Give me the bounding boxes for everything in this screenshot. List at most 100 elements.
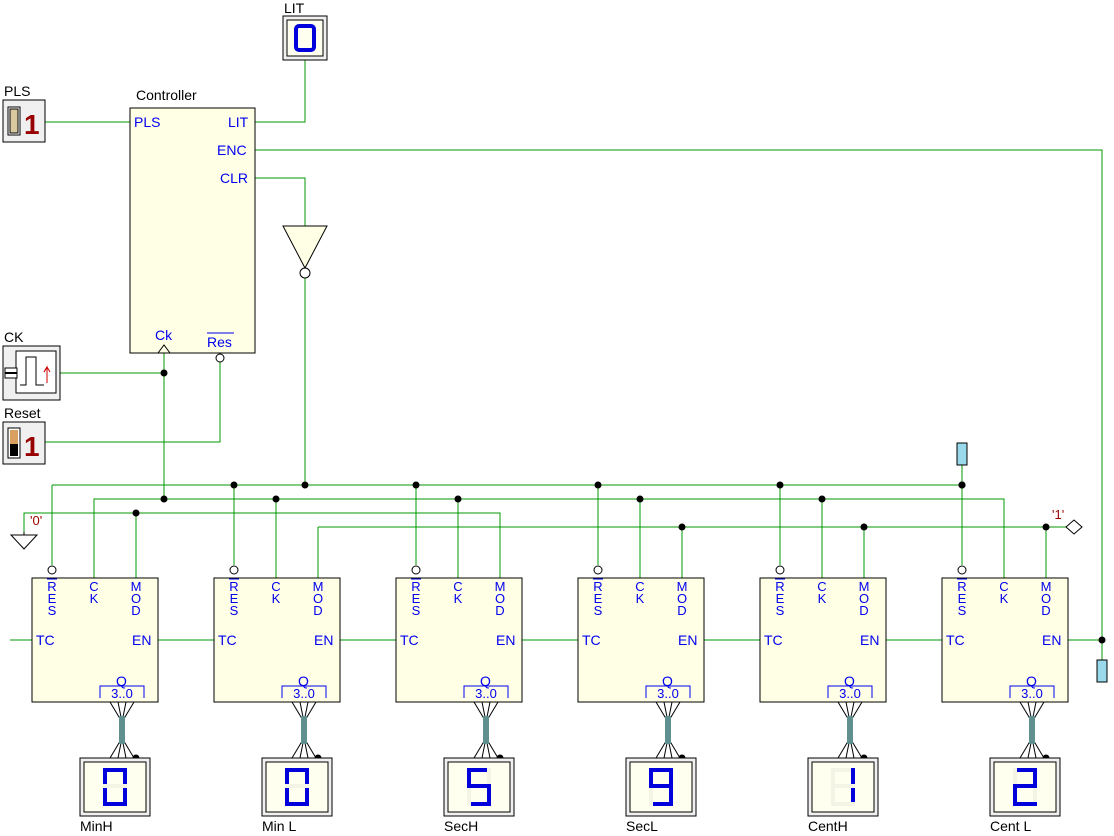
segment-e xyxy=(1013,786,1017,806)
segment-b xyxy=(669,768,673,788)
segment-f xyxy=(649,768,653,788)
pin-q: Q xyxy=(480,673,491,689)
pin-q: Q xyxy=(298,673,309,689)
segment-e xyxy=(467,786,471,806)
segment-g xyxy=(649,784,673,788)
constant-one[interactable]: '1' xyxy=(1052,507,1083,535)
pin-res-e: E xyxy=(958,591,967,606)
pin-ck-k: K xyxy=(636,591,645,606)
pin-tc: TC xyxy=(764,632,783,648)
pin-en: EN xyxy=(678,632,697,648)
segment-g xyxy=(103,784,127,788)
pin-res-e: E xyxy=(412,591,421,606)
segment-c xyxy=(669,786,673,806)
inverter-gate[interactable] xyxy=(282,225,328,279)
pin-bus-range: 3..0 xyxy=(293,686,315,701)
pin-mod-o: O xyxy=(313,591,323,606)
pin-res-s: S xyxy=(776,603,785,618)
counter-input-drops xyxy=(51,485,1047,578)
pin-ck-k: K xyxy=(90,591,99,606)
controller-block[interactable]: Controller PLS LIT ENC CLR Ck Res xyxy=(129,87,256,363)
pin-tc: TC xyxy=(582,632,601,648)
pin-ck-c: C xyxy=(89,579,98,594)
counter-4-label: SecL xyxy=(626,818,658,834)
bus-connector xyxy=(473,701,504,762)
controller-title: Controller xyxy=(136,87,197,103)
pin-mod-o: O xyxy=(495,591,505,606)
bus-connector xyxy=(837,701,868,762)
res-bubble xyxy=(775,565,785,575)
pin-mod-d: D xyxy=(1041,603,1050,618)
probe-top[interactable] xyxy=(956,442,968,466)
bus-connector xyxy=(291,701,322,762)
segment-g xyxy=(467,784,491,788)
pin-bus-range: 3..0 xyxy=(475,686,497,701)
controller-pin-enc: ENC xyxy=(217,142,247,158)
res-bubble xyxy=(47,565,57,575)
pin-mod-m: M xyxy=(859,579,870,594)
pin-en: EN xyxy=(1042,632,1061,648)
segment-a xyxy=(103,768,127,772)
segment-d xyxy=(285,802,309,806)
probe-right[interactable] xyxy=(1096,659,1108,683)
segment-b xyxy=(305,768,309,788)
pin-mod-o: O xyxy=(1041,591,1051,606)
lit-display: LIT xyxy=(282,0,328,61)
pin-mod-d: D xyxy=(495,603,504,618)
pin-mod-m: M xyxy=(677,579,688,594)
controller-pin-pls: PLS xyxy=(134,114,160,130)
reset-switch-label: Reset xyxy=(4,405,41,421)
bus-connector xyxy=(1019,701,1050,762)
segment-b xyxy=(487,768,491,788)
segment-b xyxy=(123,768,127,788)
pin-tc: TC xyxy=(36,632,55,648)
segment-b xyxy=(851,768,855,788)
pin-res-e: E xyxy=(48,591,57,606)
pin-ck-c: C xyxy=(453,579,462,594)
segment-f xyxy=(831,768,835,788)
constant-zero[interactable]: '0' xyxy=(9,513,42,550)
pin-res-s: S xyxy=(230,603,239,618)
segment-g xyxy=(1013,784,1037,788)
constant-one-label: '1' xyxy=(1052,507,1064,522)
pls-switch[interactable]: PLS 1 xyxy=(2,83,46,143)
reset-switch[interactable]: Reset 1 xyxy=(2,405,46,465)
pin-res-r: R xyxy=(775,579,784,594)
counter-1-label: MinH xyxy=(80,818,113,834)
segment-a xyxy=(285,768,309,772)
pin-q: Q xyxy=(116,673,127,689)
controller-pin-clr: CLR xyxy=(220,170,248,186)
pin-res-s: S xyxy=(594,603,603,618)
segment-g xyxy=(285,784,309,788)
pin-en: EN xyxy=(496,632,515,648)
pin-mod-o: O xyxy=(677,591,687,606)
counter-5-label: CentH xyxy=(808,818,848,834)
segment-c xyxy=(851,786,855,806)
bus-junctions xyxy=(132,481,966,531)
pin-mod-o: O xyxy=(131,591,141,606)
lit-display-label: LIT xyxy=(284,0,305,16)
pls-switch-value: 1 xyxy=(24,109,40,140)
segment-c xyxy=(123,786,127,806)
pin-res-e: E xyxy=(776,591,785,606)
pin-res-s: S xyxy=(48,603,57,618)
seven-seg-display-6 xyxy=(989,757,1061,817)
segment-d xyxy=(649,802,673,806)
ck-clock-generator[interactable]: CK xyxy=(2,329,61,401)
pin-bus-range: 3..0 xyxy=(111,686,133,701)
pin-ck-k: K xyxy=(818,591,827,606)
seven-seg-display-2 xyxy=(261,757,333,817)
counter-3-label: SecH xyxy=(444,818,478,834)
pin-en: EN xyxy=(132,632,151,648)
seven-seg-display-1 xyxy=(79,757,151,817)
segment-c xyxy=(305,786,309,806)
pin-mod-o: O xyxy=(859,591,869,606)
